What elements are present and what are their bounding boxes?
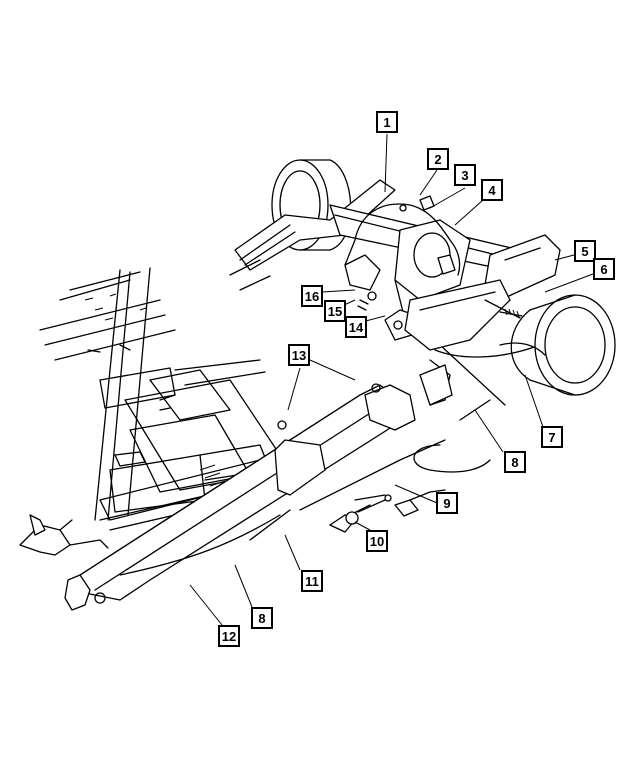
callout-1[interactable]: 1 (376, 111, 398, 133)
callout-15[interactable]: 15 (324, 300, 346, 322)
callout-8-upper[interactable]: 8 (504, 451, 526, 473)
callout-10[interactable]: 10 (366, 530, 388, 552)
cable-equalizer (329, 494, 392, 533)
callout-11[interactable]: 11 (301, 570, 323, 592)
callout-8-lower[interactable]: 8 (251, 607, 273, 629)
callout-14[interactable]: 14 (345, 316, 367, 338)
callout-9[interactable]: 9 (436, 492, 458, 514)
callout-13[interactable]: 13 (288, 344, 310, 366)
callout-16[interactable]: 16 (301, 285, 323, 307)
leader-lines (189, 133, 594, 626)
frame-rail (64, 383, 416, 611)
cable-end-fitting (394, 489, 446, 517)
callout-2[interactable]: 2 (427, 148, 449, 170)
callout-12[interactable]: 12 (218, 625, 240, 647)
callout-7[interactable]: 7 (541, 426, 563, 448)
callout-6[interactable]: 6 (593, 258, 615, 280)
rear-axle-assembly (229, 159, 616, 406)
hand-brake-lever (19, 514, 109, 556)
parking-brake-cables (119, 344, 541, 576)
callout-5[interactable]: 5 (574, 240, 596, 262)
callout-4[interactable]: 4 (481, 179, 503, 201)
callout-3[interactable]: 3 (454, 164, 476, 186)
